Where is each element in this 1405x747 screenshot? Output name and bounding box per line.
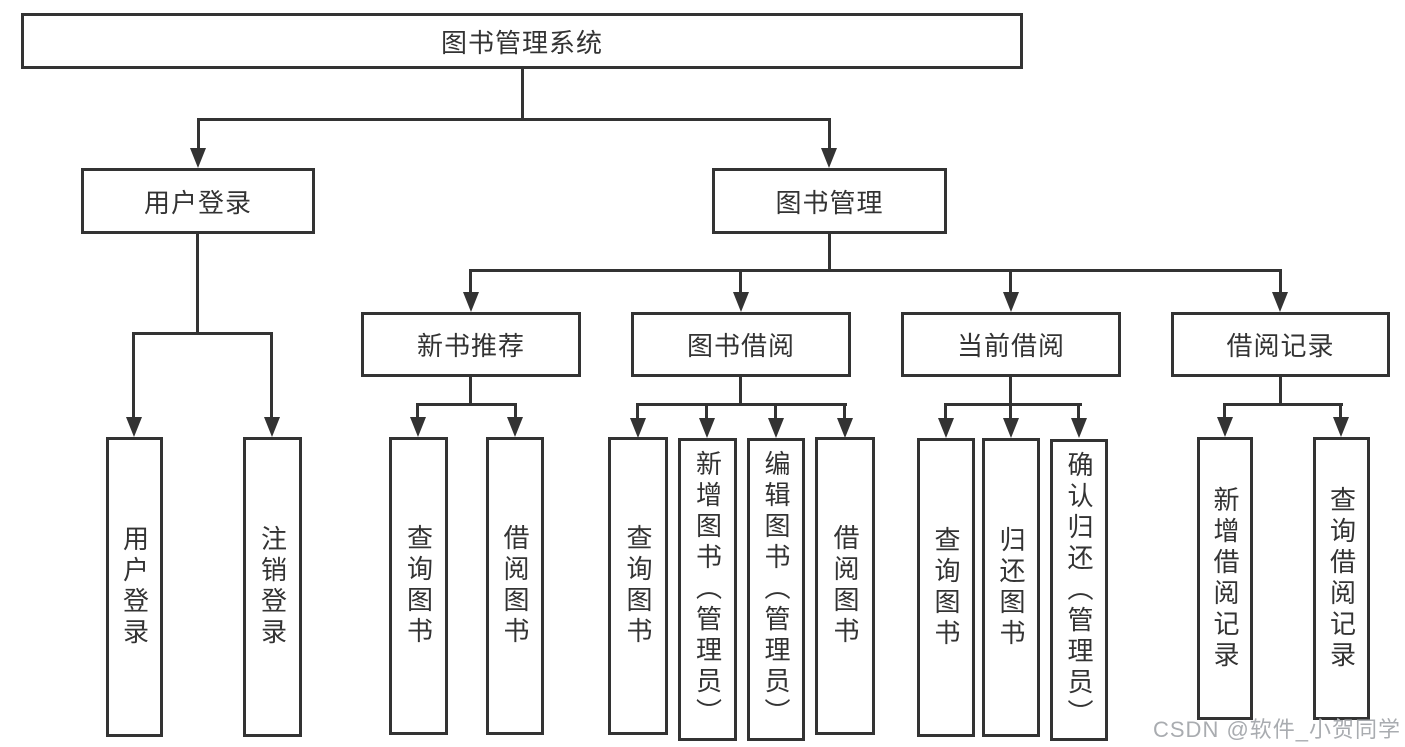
arrow-down-icon (1333, 417, 1349, 437)
leaf-current-query-books: 查询图书 (917, 438, 975, 737)
connector-user-login-stem (196, 234, 199, 335)
leaf-label: 新增图书（管理员） (692, 450, 723, 729)
leaf-label: 借阅图书 (830, 524, 860, 648)
node-label: 图书管理 (775, 187, 884, 218)
connector-records-bar (1223, 403, 1343, 406)
connector-drop-leaf (1339, 403, 1342, 419)
node-label: 用户登录 (143, 187, 252, 218)
arrow-down-icon (699, 418, 715, 438)
leaf-label: 用户登录 (119, 525, 150, 649)
leaf-user-login: 用户登录 (106, 437, 163, 737)
leaf-label: 查询图书 (403, 524, 434, 648)
leaf-label: 查询借阅记录 (1326, 485, 1357, 672)
node-label: 借阅记录 (1226, 331, 1335, 361)
leaf-records-add-record: 新增借阅记录 (1197, 437, 1253, 720)
leaf-label: 查询图书 (931, 525, 961, 650)
connector-recommend-stem (469, 377, 472, 406)
connector-drop-leaf (1223, 403, 1226, 419)
connector-drop-leaf (636, 403, 639, 419)
connector-drop-leaf (944, 403, 947, 419)
arrow-down-icon (1003, 292, 1019, 312)
leaf-current-confirm-return-admin: 确认归还（管理员） (1050, 439, 1108, 741)
connector-drop-leaf (774, 403, 777, 419)
arrow-down-icon (463, 292, 479, 312)
node-current-borrowing: 当前借阅 (901, 312, 1121, 377)
arrow-down-icon (768, 418, 784, 438)
arrow-down-icon (264, 417, 280, 437)
connector-recommend-bar (416, 403, 517, 406)
leaf-borrowing-add-books-admin: 新增图书（管理员） (678, 438, 737, 741)
leaf-records-query-record: 查询借阅记录 (1313, 437, 1370, 720)
connector-root-bar (197, 118, 831, 121)
arrow-down-icon (938, 418, 954, 438)
leaf-borrowing-query-books: 查询图书 (608, 437, 668, 735)
connector-records-stem (1279, 377, 1282, 406)
node-user-login: 用户登录 (81, 168, 315, 234)
connector-borrowing-stem (739, 377, 742, 406)
node-label: 图书管理系统 (440, 27, 603, 58)
arrow-down-icon (1003, 418, 1019, 438)
connector-book-mgmt-stem (828, 234, 831, 272)
connector-root-stem (521, 69, 524, 120)
connector-drop-leaf (416, 403, 419, 419)
leaf-recommend-borrow-books: 借阅图书 (486, 437, 544, 735)
connector-drop-leaf (1009, 403, 1012, 419)
leaf-borrowing-edit-books-admin: 编辑图书（管理员） (747, 438, 805, 741)
arrow-down-icon (410, 417, 426, 437)
leaf-recommend-query-books: 查询图书 (389, 437, 448, 735)
connector-current-stem (1009, 377, 1012, 406)
node-borrowing-records: 借阅记录 (1171, 312, 1390, 377)
arrow-down-icon (1217, 417, 1233, 437)
node-new-book-recommend: 新书推荐 (361, 312, 581, 377)
arrow-down-icon (837, 418, 853, 438)
arrow-down-icon (1071, 418, 1087, 438)
arrow-down-icon (630, 418, 646, 438)
leaf-label: 编辑图书（管理员） (761, 450, 791, 729)
connector-drop-leaf (514, 403, 517, 419)
leaf-label: 借阅图书 (500, 524, 530, 648)
csdn-watermark: CSDN @软件_小贺同学 (1153, 717, 1402, 742)
leaf-borrowing-borrow-books: 借阅图书 (815, 437, 875, 735)
node-book-management: 图书管理 (712, 168, 947, 234)
arrow-down-icon (821, 148, 837, 168)
connector-drop-leaf (843, 403, 846, 419)
connector-borrowing-bar (636, 403, 847, 406)
node-library-management-system: 图书管理系统 (21, 13, 1023, 69)
arrow-down-icon (126, 417, 142, 437)
node-label: 当前借阅 (956, 331, 1065, 361)
connector-drop-new-book (469, 269, 472, 294)
leaf-label: 新增借阅记录 (1210, 485, 1240, 672)
leaf-label: 注销登录 (257, 525, 288, 649)
arrow-down-icon (733, 292, 749, 312)
leaf-label: 归还图书 (996, 525, 1026, 650)
leaf-label: 确认归还（管理员） (1064, 450, 1094, 730)
node-book-borrowing: 图书借阅 (631, 312, 851, 377)
connector-drop-current-borrow (1009, 269, 1012, 294)
node-label: 新书推荐 (416, 331, 525, 361)
connector-drop-book-borrow (739, 269, 742, 294)
node-label: 图书借阅 (686, 331, 795, 361)
leaf-current-return-books: 归还图书 (982, 438, 1040, 737)
connector-drop-leaf (1077, 403, 1080, 419)
connector-drop-leaf (705, 403, 708, 419)
arrow-down-icon (190, 148, 206, 168)
connector-drop-borrow-record (1279, 269, 1282, 294)
connector-drop-leaf (132, 332, 135, 417)
arrow-down-icon (507, 417, 523, 437)
arrow-down-icon (1272, 292, 1288, 312)
connector-user-login-bar (132, 332, 273, 335)
connector-current-bar (944, 403, 1082, 406)
connector-drop-leaf (270, 332, 273, 417)
connector-drop-user-login (197, 118, 200, 150)
leaf-label: 查询图书 (623, 524, 653, 648)
leaf-logout: 注销登录 (243, 437, 302, 737)
connector-drop-book-management (828, 118, 831, 150)
connector-book-mgmt-bar (469, 269, 1282, 272)
